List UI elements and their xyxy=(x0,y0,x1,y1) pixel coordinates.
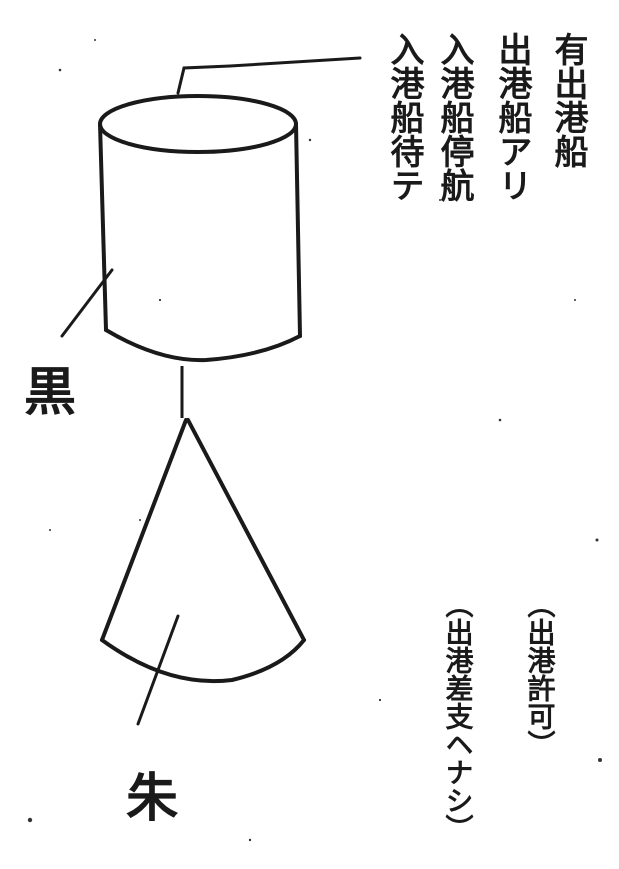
column-1: 入港船待テ xyxy=(384,32,424,202)
cone-shape xyxy=(100,418,306,684)
note-permission: （出港許可） xyxy=(524,590,557,758)
red-leader xyxy=(136,614,180,726)
black-label: 黒 xyxy=(24,362,76,423)
hanging-line xyxy=(176,56,362,95)
red-label: 朱 xyxy=(126,768,179,829)
black-leader xyxy=(60,268,114,338)
column-2: 入港船停航 xyxy=(434,32,474,203)
note-no-obstacle: （出港差支ヘナシ） xyxy=(442,590,475,842)
cylinder-shape xyxy=(98,94,302,363)
paper-speckles xyxy=(27,39,602,842)
column-3: 出港船アリ xyxy=(492,32,532,202)
column-4: 有出港船 xyxy=(548,32,588,169)
